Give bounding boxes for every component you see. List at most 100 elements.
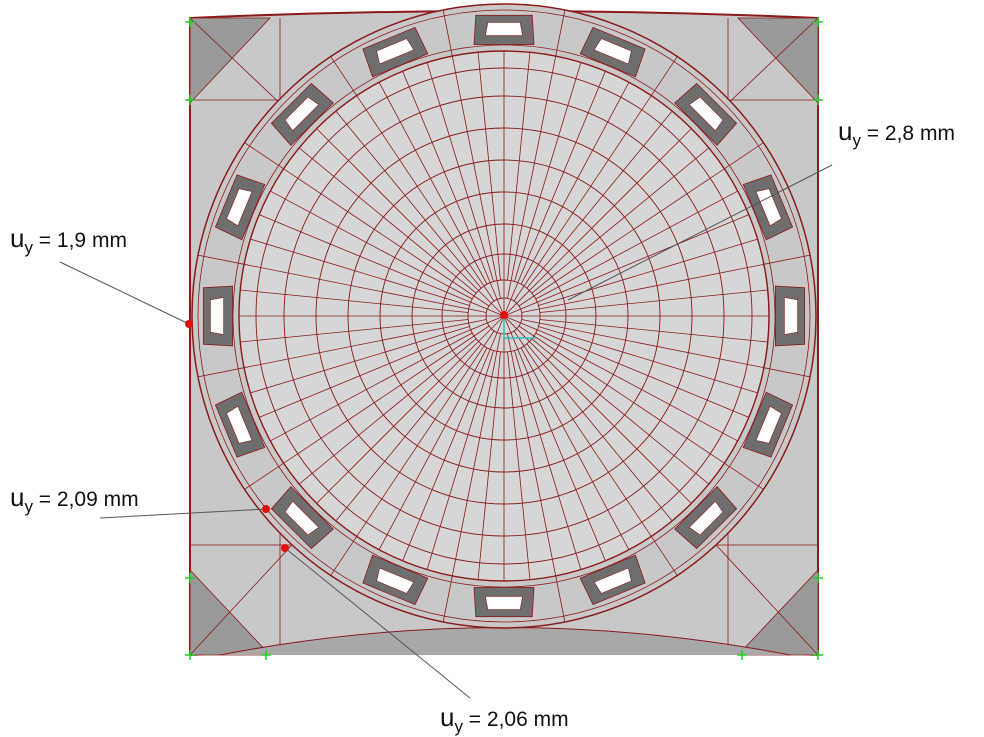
ring-window-opening xyxy=(210,297,224,335)
base-corner-face xyxy=(737,17,819,105)
dome-radial-line xyxy=(477,351,501,580)
dome-radial-line xyxy=(538,238,758,306)
dome-radial-line xyxy=(378,347,488,550)
ring-window-opening xyxy=(784,297,798,335)
dome-radial-line xyxy=(513,95,652,302)
dome-radial-line xyxy=(503,315,692,504)
ring-outer-inner-edge xyxy=(197,9,811,623)
ring-window-opening xyxy=(284,500,320,536)
dome-radial-line xyxy=(518,325,725,464)
ring-pier-line xyxy=(763,367,811,378)
measurement-points xyxy=(185,311,508,552)
dome-radial-line xyxy=(402,71,505,317)
dome-radial-line xyxy=(250,238,470,306)
measurement-point xyxy=(500,311,508,319)
dome-radial-line xyxy=(520,347,630,550)
ring-pier-line xyxy=(244,462,284,490)
ring-window-opening xyxy=(593,38,632,65)
dome-radial-line xyxy=(507,52,531,281)
dome-radial-line xyxy=(426,62,494,282)
dome-radial-line xyxy=(283,168,490,307)
dome-radial-line xyxy=(507,56,557,299)
dome-radial-line xyxy=(503,315,606,561)
dome-radial-line xyxy=(526,110,673,289)
dome-radial-line xyxy=(503,128,692,317)
dome-radial-line xyxy=(531,338,710,485)
dome-radial-line xyxy=(477,52,501,281)
dome-radial-line xyxy=(507,333,557,576)
dome-radial-line xyxy=(316,315,505,504)
ring-pier-line xyxy=(244,142,284,170)
dome-radial-line xyxy=(538,326,758,394)
dome-radial-line xyxy=(520,82,630,285)
leader-line xyxy=(284,547,471,699)
ring-window-opening xyxy=(688,500,724,536)
measurement-point xyxy=(281,544,289,552)
label-center: uy = 2,8 mm xyxy=(838,116,955,150)
ring-window-opening xyxy=(376,38,415,65)
dome-radial-line xyxy=(521,263,764,313)
dome-radial-line xyxy=(356,95,495,302)
ring-pier-line xyxy=(555,575,566,623)
ring-window-opening xyxy=(284,96,320,132)
dome-radial-line xyxy=(535,190,738,300)
ring-inner-outer-edge xyxy=(232,44,776,588)
dome-radial-line xyxy=(514,62,582,282)
ring-pier-line xyxy=(763,254,811,265)
base-corner-face xyxy=(189,17,271,105)
ring-window-opening xyxy=(376,567,415,594)
dome-radial-line xyxy=(539,289,768,313)
dome-radial-line xyxy=(259,315,505,418)
measurement-point xyxy=(185,320,193,328)
dome-radial-line xyxy=(270,190,473,300)
ring-pier-line xyxy=(724,142,764,170)
leader-lines xyxy=(59,164,833,699)
dome-radial-line xyxy=(298,338,477,485)
dome-radial-line xyxy=(250,326,470,394)
leader-line xyxy=(59,261,190,325)
ring-window-opening xyxy=(485,22,523,36)
dome-radial-line xyxy=(335,110,482,289)
dome-radial-line xyxy=(244,263,487,313)
dome-radial-line xyxy=(539,319,768,343)
dome-radial-line xyxy=(240,289,469,313)
ring-pier-line xyxy=(197,254,245,265)
leader-line xyxy=(99,508,267,519)
dome-radial-line xyxy=(531,147,710,294)
ring-window-opening xyxy=(688,96,724,132)
ring-window-opening xyxy=(226,188,253,227)
leader-line xyxy=(567,164,833,301)
ring-pier-line xyxy=(330,536,358,576)
ring-window-opening xyxy=(226,405,253,444)
dome-radial-line xyxy=(378,82,488,285)
dome-radial-line xyxy=(451,56,501,299)
dome-radial-line xyxy=(503,71,606,317)
ring-pier-line xyxy=(442,9,453,57)
ring-pier-line xyxy=(555,9,566,57)
dome-radial-line xyxy=(514,350,582,570)
label-lower-left-base: uy = 2,06 mm xyxy=(440,702,569,736)
support-markers xyxy=(185,17,823,660)
dome-radial-line xyxy=(316,128,505,317)
ring-pier-line xyxy=(650,536,678,576)
dome-radial-line xyxy=(535,332,738,442)
ring-pier-line xyxy=(197,367,245,378)
label-lower-left-ring: uy = 2,09 mm xyxy=(10,482,139,516)
dome-radial-line xyxy=(298,147,477,294)
dome-radial-line xyxy=(451,333,501,576)
dome-radial-line xyxy=(283,325,490,464)
dome-radial-line xyxy=(244,319,487,369)
ring-pier-line xyxy=(724,462,764,490)
ring-window-opening xyxy=(485,596,523,610)
dome-radial-line xyxy=(507,351,531,580)
dome-radial-line xyxy=(240,319,469,343)
dome-radial-line xyxy=(518,168,725,307)
dome-radial-line xyxy=(402,315,505,561)
ring-pier-line xyxy=(650,56,678,96)
dome-radial-line xyxy=(259,214,505,317)
ring-window-opening xyxy=(755,188,782,227)
dome-radial-line xyxy=(426,350,494,570)
measurement-point xyxy=(262,505,270,513)
dome-radial-line xyxy=(526,343,673,522)
